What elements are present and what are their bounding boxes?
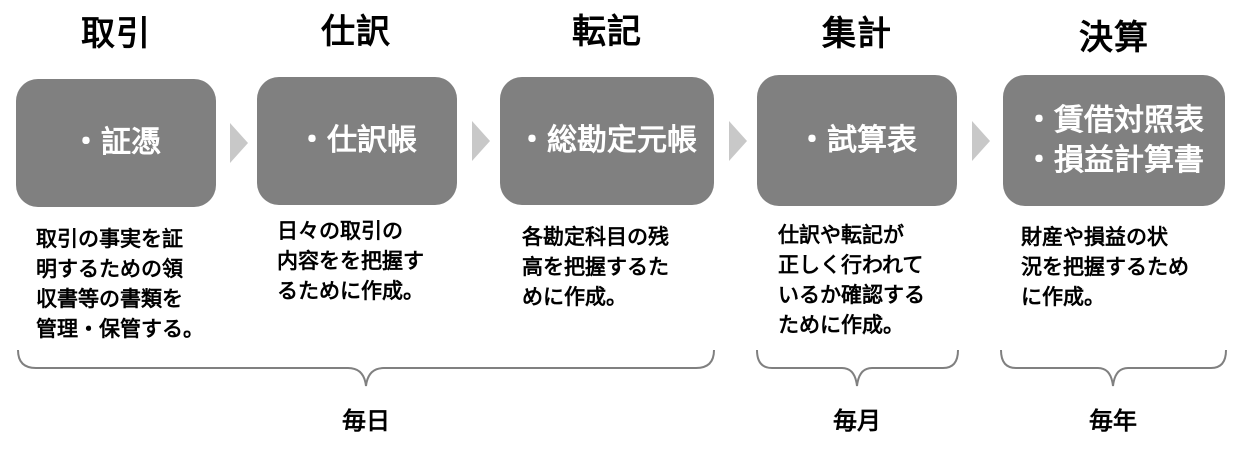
stage-shukei: 集計: [757, 14, 957, 54]
stage-torihiki: 取引: [16, 14, 216, 54]
stage-box: ・賃借対照表 ・損益計算書: [1003, 75, 1225, 206]
stage-tenki: 転記: [500, 12, 714, 52]
period-label-yearly: 毎年: [1089, 407, 1137, 435]
box-item: ・試算表: [797, 122, 917, 158]
stage-description: 取引の事実を証 明するための領 収書等の書類を 管理・保管する。: [36, 224, 204, 344]
description-line: 況を把握するため: [1021, 255, 1189, 279]
description-line: 取引の事実を証: [36, 227, 183, 251]
bracket-daily: [17, 349, 715, 387]
stage-description: 仕訳や転記が 正しく行われて いるか確認する ために作成。: [778, 220, 925, 340]
chevron-right-icon: [729, 121, 747, 161]
stage-title: 決算: [1079, 18, 1149, 58]
box-item: ・仕訳帳: [297, 123, 417, 158]
description-line: 管理・保管する。: [36, 317, 204, 341]
bracket-yearly: [1000, 349, 1227, 387]
description-line: に作成。: [1021, 285, 1105, 309]
description-line: 高を把握するた: [522, 255, 669, 279]
stage-box: ・仕訳帳: [257, 77, 457, 205]
stage-box: ・試算表: [757, 75, 957, 206]
description-line: 各勘定科目の残: [522, 225, 669, 249]
description-line: いるか確認する: [778, 283, 925, 307]
stage-title: 仕訳: [321, 12, 391, 52]
stage-title: 集計: [822, 14, 892, 54]
stage-shiwake: 仕訳: [256, 12, 456, 52]
box-item: ・損益計算書: [1024, 142, 1204, 178]
description-line: ために作成。: [778, 313, 904, 337]
box-item: ・賃借対照表: [1024, 102, 1204, 138]
stage-kessan: 決算: [1003, 18, 1225, 58]
stage-title: 取引: [81, 14, 151, 54]
stage-description: 日々の取引の 内容をを把握す るために作成。: [277, 216, 424, 306]
description-line: 財産や損益の状: [1021, 225, 1168, 249]
description-line: 正しく行われて: [778, 253, 924, 277]
description-line: 内容をを把握す: [277, 249, 424, 273]
stage-description: 各勘定科目の残 高を把握するた めに作成。: [522, 222, 669, 312]
stage-title: 転記: [572, 12, 642, 52]
chevron-right-icon: [972, 121, 990, 161]
description-line: 収書等の書類を: [36, 287, 183, 311]
bracket-monthly: [756, 349, 959, 387]
stage-box: ・総勘定元帳: [500, 77, 714, 205]
chevron-right-icon: [230, 123, 248, 163]
stage-box: ・証憑: [16, 79, 216, 207]
chevron-right-icon: [472, 121, 490, 161]
description-line: 仕訳や転記が: [778, 223, 904, 247]
description-line: 日々の取引の: [277, 219, 403, 243]
description-line: めに作成。: [522, 285, 627, 309]
period-label-daily: 毎日: [342, 407, 390, 435]
stage-description: 財産や損益の状 況を把握するため に作成。: [1021, 222, 1189, 312]
period-label-monthly: 毎月: [833, 407, 881, 435]
description-line: るために作成。: [277, 279, 424, 303]
box-item: ・証憑: [71, 125, 161, 160]
box-item: ・総勘定元帳: [517, 123, 697, 158]
description-line: 明するための領: [36, 257, 183, 281]
